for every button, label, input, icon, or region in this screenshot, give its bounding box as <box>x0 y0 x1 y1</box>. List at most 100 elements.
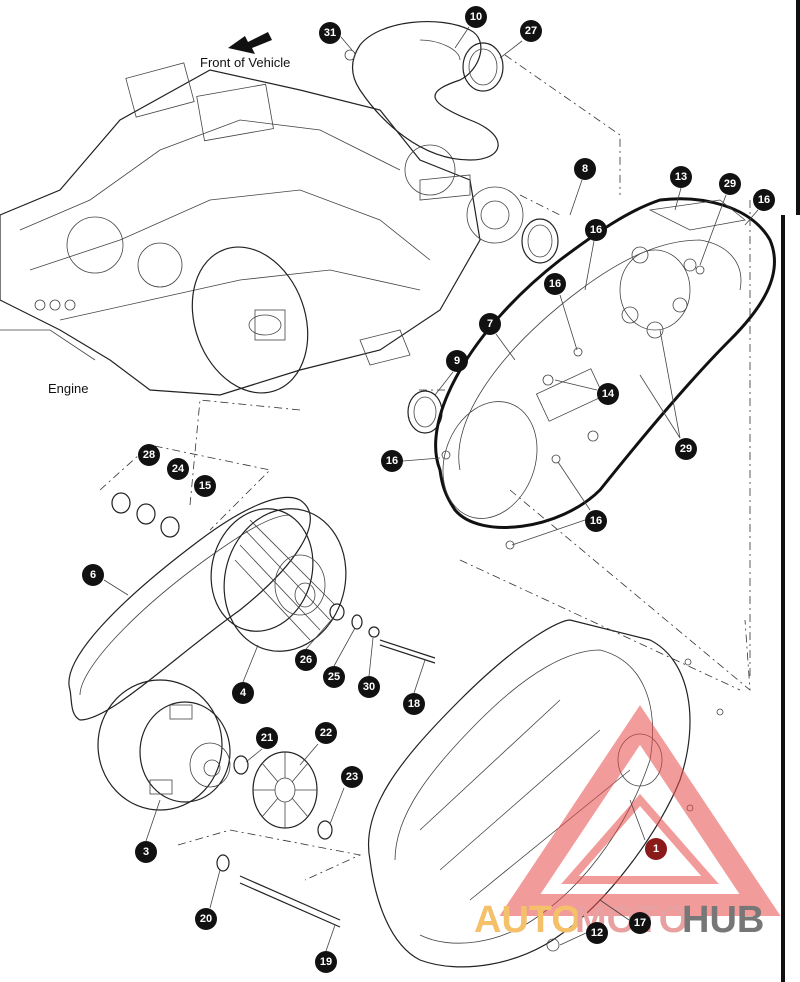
front-of-vehicle-label: Front of Vehicle <box>200 55 290 70</box>
bolt-19 <box>239 875 341 921</box>
callout-c4: 4 <box>232 682 254 704</box>
callout-c18: 18 <box>403 693 425 715</box>
callout-c20: 20 <box>195 908 217 930</box>
svg-text:24: 24 <box>172 463 185 475</box>
svg-text:21: 21 <box>261 732 273 744</box>
svg-text:25: 25 <box>328 671 340 683</box>
svg-text:16: 16 <box>590 224 602 236</box>
callout-leaders <box>103 26 759 952</box>
svg-text:1: 1 <box>653 843 659 855</box>
callout-c28: 28 <box>138 444 160 466</box>
watermark-logo <box>499 705 781 916</box>
washer-28 <box>111 492 131 514</box>
washer-26 <box>329 603 345 621</box>
svg-text:26: 26 <box>300 654 312 666</box>
svg-text:8: 8 <box>582 163 588 175</box>
callout-c1: 1 <box>645 838 667 860</box>
callout-c22: 22 <box>315 722 337 744</box>
fan-22 <box>252 751 318 829</box>
svg-text:28: 28 <box>143 449 155 461</box>
svg-text:29: 29 <box>680 443 692 455</box>
svg-text:16: 16 <box>386 455 398 467</box>
svg-text:19: 19 <box>320 956 332 968</box>
washer-20 <box>216 854 230 872</box>
callout-c16c: 16 <box>544 273 566 295</box>
washer-23 <box>317 820 333 840</box>
svg-text:30: 30 <box>363 681 375 693</box>
svg-text:17: 17 <box>634 917 646 929</box>
drive-belt <box>68 496 311 721</box>
engine-block <box>0 62 524 396</box>
callouts: 1 3 4 6 7 8 9 10 12 13 14 15 16 16 16 16… <box>82 6 775 973</box>
washer-25 <box>351 614 363 630</box>
svg-text:14: 14 <box>602 388 615 400</box>
callout-c3: 3 <box>135 841 157 863</box>
callout-c14: 14 <box>597 383 619 405</box>
svg-text:13: 13 <box>675 171 687 183</box>
svg-text:12: 12 <box>591 927 603 939</box>
callout-c7: 7 <box>479 313 501 335</box>
callout-c8: 8 <box>574 158 596 180</box>
drive-clutch <box>97 679 231 811</box>
inner-cover <box>434 197 776 529</box>
watermark-text: AUTO MOTO HUB <box>474 899 764 941</box>
svg-text:18: 18 <box>408 698 420 710</box>
callout-c30: 30 <box>358 676 380 698</box>
callout-c16b: 16 <box>585 219 607 241</box>
svg-text:23: 23 <box>346 771 358 783</box>
callout-c24: 24 <box>167 458 189 480</box>
svg-text:16: 16 <box>758 194 770 206</box>
svg-text:27: 27 <box>525 25 537 37</box>
svg-text:16: 16 <box>590 515 602 527</box>
callout-c26: 26 <box>295 649 317 671</box>
svg-text:22: 22 <box>320 727 332 739</box>
page-edge-bar <box>781 215 785 982</box>
svg-text:9: 9 <box>454 355 460 367</box>
svg-text:31: 31 <box>324 27 336 39</box>
intake-duct <box>351 21 499 161</box>
svg-text:7: 7 <box>487 318 493 330</box>
callout-c21: 21 <box>256 727 278 749</box>
callout-c16e: 16 <box>585 510 607 532</box>
seal-8 <box>521 218 559 264</box>
engine-label: Engine <box>48 381 88 396</box>
svg-text:29: 29 <box>724 178 736 190</box>
watermark-text-c: HUB <box>682 899 764 941</box>
callout-c16d: 16 <box>381 450 403 472</box>
callout-c19: 19 <box>315 951 337 973</box>
callout-c27: 27 <box>520 20 542 42</box>
clamp-ring <box>462 42 504 92</box>
callout-c17: 17 <box>629 912 651 934</box>
svg-text:6: 6 <box>90 569 96 581</box>
callout-c15: 15 <box>194 475 216 497</box>
watermark-text-a: AUTO <box>474 899 581 941</box>
callout-c6: 6 <box>82 564 104 586</box>
svg-text:3: 3 <box>143 846 149 858</box>
svg-text:10: 10 <box>470 11 482 23</box>
leader-lines <box>99 54 751 881</box>
page-edge-bar-top <box>796 0 800 215</box>
svg-text:16: 16 <box>549 278 561 290</box>
callout-c31: 31 <box>319 22 341 44</box>
fasteners <box>344 49 724 952</box>
callout-c10: 10 <box>465 6 487 28</box>
svg-text:15: 15 <box>199 480 211 492</box>
callout-c9: 9 <box>446 350 468 372</box>
washer-24 <box>136 503 156 525</box>
bolt-18 <box>379 639 436 659</box>
callout-c16a: 16 <box>753 189 775 211</box>
callout-c13: 13 <box>670 166 692 188</box>
callout-c23: 23 <box>341 766 363 788</box>
driven-clutch <box>210 508 347 652</box>
nut-30 <box>368 626 380 638</box>
svg-text:4: 4 <box>240 687 247 699</box>
washer-15 <box>160 516 180 538</box>
svg-text:20: 20 <box>200 913 212 925</box>
washer-21 <box>233 755 249 775</box>
front-arrow-icon <box>228 32 272 54</box>
callout-c29a: 29 <box>719 173 741 195</box>
callout-c29b: 29 <box>675 438 697 460</box>
callout-c12: 12 <box>586 922 608 944</box>
callout-c25: 25 <box>323 666 345 688</box>
